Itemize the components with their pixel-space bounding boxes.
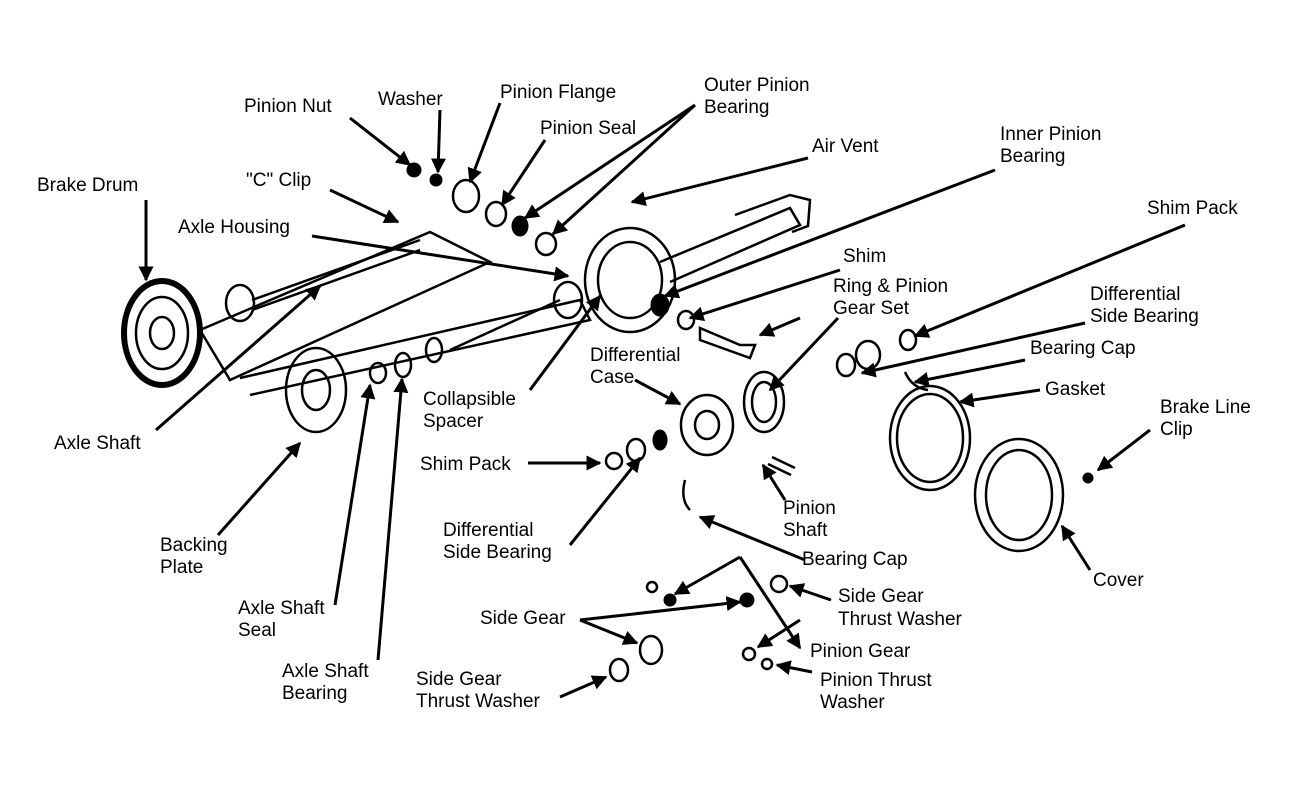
label-pinion-seal: Pinion Seal bbox=[540, 118, 636, 139]
side-gears-drawing bbox=[608, 574, 789, 683]
label-diff-side-bearing-low-2: Side Bearing bbox=[443, 542, 552, 563]
label-brake-line-clip-1: Brake Line bbox=[1160, 397, 1251, 418]
gasket-cover-drawing bbox=[888, 384, 1094, 553]
axle-shaft-drawing bbox=[224, 238, 421, 323]
label-collapsible-spacer-2: Spacer bbox=[423, 411, 484, 432]
label-side-gear-thrust-washer-r-2: Thrust Washer bbox=[838, 609, 963, 630]
label-side-gear-thrust-washer-r-1: Side Gear bbox=[838, 586, 924, 607]
label-axle-shaft-seal-1: Axle Shaft bbox=[238, 598, 325, 619]
label-pinion-shaft-1: Pinion bbox=[783, 498, 836, 519]
label-diff-case-1: Differential bbox=[590, 345, 680, 366]
label-axle-shaft-bearing-1: Axle Shaft bbox=[282, 661, 369, 682]
label-inner-pinion-bearing-1: Inner Pinion bbox=[1000, 124, 1101, 145]
label-ring-pinion-1: Ring & Pinion bbox=[833, 276, 948, 297]
label-outer-pinion-bearing-1: Outer Pinion bbox=[704, 75, 810, 96]
label-diff-side-bearing-low-1: Differential bbox=[443, 520, 533, 541]
label-c-clip: "C" Clip bbox=[246, 170, 311, 191]
label-cover: Cover bbox=[1093, 570, 1144, 591]
label-ring-pinion-2: Gear Set bbox=[833, 298, 910, 319]
label-side-gear: Side Gear bbox=[480, 608, 566, 629]
label-pinion-flange: Pinion Flange bbox=[500, 82, 616, 103]
label-outer-pinion-bearing-2: Bearing bbox=[704, 97, 770, 118]
label-backing-plate-2: Plate bbox=[160, 557, 203, 578]
label-diff-side-bearing-top-1: Differential bbox=[1090, 284, 1180, 305]
label-side-gear-thrust-washer-l-1: Side Gear bbox=[416, 669, 502, 690]
ring-gear-drawing bbox=[742, 370, 786, 434]
label-brake-line-clip-2: Clip bbox=[1160, 419, 1193, 440]
label-pinion-shaft-2: Shaft bbox=[783, 520, 828, 541]
label-shim: Shim bbox=[843, 246, 886, 267]
label-shim-pack-top: Shim Pack bbox=[1147, 198, 1238, 219]
brake-drum-drawing bbox=[121, 278, 203, 388]
label-axle-housing: Axle Housing bbox=[178, 217, 290, 238]
label-bearing-cap-low: Bearing Cap bbox=[802, 549, 908, 570]
label-group: Pinion Nut Washer Pinion Flange Outer Pi… bbox=[37, 75, 1251, 713]
label-pinion-thrust-washer-2: Washer bbox=[820, 692, 885, 713]
label-backing-plate-1: Backing bbox=[160, 535, 228, 556]
label-shim-pack-low: Shim Pack bbox=[420, 454, 511, 475]
label-bearing-cap-top: Bearing Cap bbox=[1030, 338, 1136, 359]
label-collapsible-spacer-1: Collapsible bbox=[423, 389, 516, 410]
label-air-vent: Air Vent bbox=[812, 136, 879, 157]
label-diff-side-bearing-top-2: Side Bearing bbox=[1090, 306, 1199, 327]
label-washer: Washer bbox=[378, 89, 443, 110]
label-pinion-thrust-washer-1: Pinion Thrust bbox=[820, 670, 932, 691]
label-axle-shaft-seal-2: Seal bbox=[238, 620, 276, 641]
label-axle-shaft-bearing-2: Bearing bbox=[282, 683, 348, 704]
label-pinion-gear: Pinion Gear bbox=[810, 641, 911, 662]
axle-housing-drawing bbox=[198, 193, 812, 397]
differential-case-drawing bbox=[604, 393, 796, 511]
label-brake-drum: Brake Drum bbox=[37, 175, 138, 196]
label-diff-case-2: Case bbox=[590, 367, 634, 388]
backing-plate-drawing bbox=[284, 346, 348, 434]
label-pinion-nut: Pinion Nut bbox=[244, 96, 332, 117]
label-side-gear-thrust-washer-l-2: Thrust Washer bbox=[416, 691, 541, 712]
leader-lines bbox=[138, 102, 1186, 699]
label-inner-pinion-bearing-2: Bearing bbox=[1000, 146, 1066, 167]
label-gasket: Gasket bbox=[1045, 379, 1106, 400]
label-axle-shaft: Axle Shaft bbox=[54, 433, 141, 454]
